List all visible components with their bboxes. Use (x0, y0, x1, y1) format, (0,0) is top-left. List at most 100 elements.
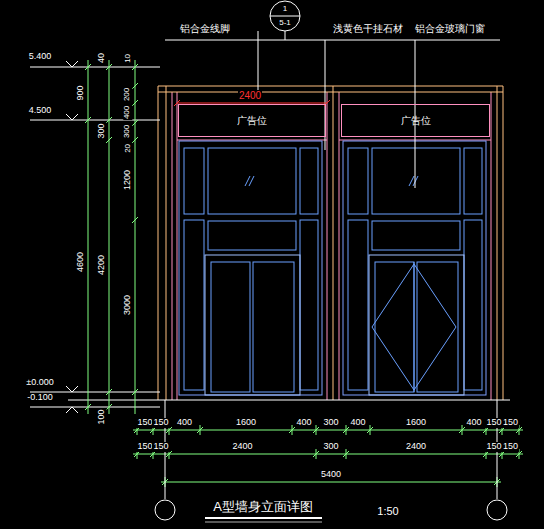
band-text: 广告位 (401, 115, 431, 126)
annotation-text: 2400 (231, 442, 253, 452)
annotation-text: 1600 (235, 418, 257, 428)
vertical-dimensions (85, 117, 91, 123)
annotation-text: 400 (176, 418, 193, 428)
annotation-text: 300 (322, 442, 339, 452)
horizontal-dimensions (161, 482, 501, 483)
dimension-text: 3000 (123, 294, 133, 316)
title-underline (205, 517, 322, 519)
axis-marks (487, 500, 507, 520)
annotation-text: 150 (136, 442, 153, 452)
level-marks (30, 120, 160, 121)
vertical-dimensions (109, 60, 110, 414)
annotation-text: 5.400 (28, 52, 53, 62)
annotation-text: ±0.000 (25, 378, 54, 388)
vertical-dimensions (132, 120, 138, 126)
wall-lines (68, 400, 510, 401)
horizontal-dimensions (370, 425, 371, 435)
callout-circle (270, 1, 300, 31)
vertical-dimensions (132, 217, 138, 223)
vertical-dimensions (132, 389, 138, 395)
callout-divider (270, 16, 300, 17)
wall-lines (333, 86, 334, 400)
annotation-text: 浅黄色干挂石材 (332, 23, 404, 34)
horizontal-dimensions (316, 425, 317, 435)
vertical-dimensions (106, 389, 112, 395)
dimension-text: 200 (124, 86, 133, 101)
wall-lines (166, 86, 167, 400)
annotation-text: 150 (152, 442, 169, 452)
annotation-text: 150 (485, 418, 502, 428)
door-diamond (414, 262, 415, 392)
dimension-text: 4200 (97, 254, 107, 276)
annotation-text: 400 (465, 418, 482, 428)
vertical-dimensions (106, 404, 112, 410)
callout-number: 5-1 (279, 19, 291, 28)
ad-band: 广告位 (178, 104, 326, 137)
horizontal-dimensions (462, 425, 463, 435)
vertical-dimensions (85, 404, 91, 410)
wall-lines (177, 140, 327, 141)
horizontal-dimensions (133, 430, 523, 431)
vertical-dimensions (106, 117, 112, 123)
wall-lines (172, 92, 173, 400)
wall-lines (177, 92, 178, 400)
vertical-dimensions (106, 137, 112, 143)
horizontal-dimensions (316, 449, 317, 459)
level-marks (66, 386, 78, 392)
wall-lines (158, 92, 503, 93)
title-underline (205, 518, 322, 522)
annotation-text: -0.100 (26, 393, 54, 403)
vertical-dimensions (106, 64, 112, 70)
vertical-dimensions (85, 64, 91, 70)
annotation-text: 300 (322, 418, 339, 428)
wall-lines (158, 86, 159, 400)
annotation-text: 150 (485, 442, 502, 452)
vertical-dimensions (132, 137, 138, 143)
level-marks (66, 114, 78, 120)
drawing-title: A型墙身立面详图 (212, 500, 314, 514)
level-marks (66, 61, 78, 67)
dimension-text: 20 (124, 143, 133, 154)
level-marks (30, 407, 160, 408)
dimension-text: 300 (124, 123, 133, 138)
dimension-text: 900 (76, 84, 86, 101)
annotation-text: 2400 (405, 442, 427, 452)
axis-marks (155, 500, 175, 520)
elevation-drawing (179, 141, 322, 395)
horizontal-dimensions (133, 425, 523, 487)
leader-lines (165, 31, 500, 188)
axis-marks (155, 400, 507, 520)
ad-band: 广告位 (341, 104, 490, 137)
level-marks (66, 407, 78, 413)
level-marks (30, 67, 160, 68)
vertical-dimensions (132, 100, 138, 106)
detail-callout: 1 5-1 (269, 0, 301, 32)
leader-lines (415, 40, 416, 188)
wall-lines (491, 92, 492, 400)
wall-lines (503, 86, 504, 400)
red-dimension (174, 100, 180, 106)
annotation-text: 2400 (238, 90, 262, 101)
wall-lines (497, 86, 498, 400)
annotation-text: 150 (152, 418, 169, 428)
band-text: 广告位 (237, 115, 267, 126)
horizontal-dimensions (133, 454, 523, 455)
annotation-text: 400 (349, 418, 366, 428)
annotation-text: 铝合金玻璃门窗 (414, 23, 486, 34)
annotation-text: 400 (295, 418, 312, 428)
annotation-text: 150 (136, 418, 153, 428)
horizontal-dimensions (292, 425, 293, 435)
wall-lines (327, 92, 328, 400)
title-underline (205, 522, 322, 523)
vertical-dimensions (88, 60, 89, 414)
annotation-text: 1:50 (376, 505, 399, 517)
annotation-text: 150 (502, 418, 519, 428)
wall-lines (68, 86, 510, 400)
door-diamond (372, 262, 456, 392)
wall-lines (158, 86, 503, 87)
callout-number: 1 (283, 5, 287, 14)
dimension-text: 40 (97, 52, 107, 64)
wall-lines (339, 92, 340, 400)
annotation-text: 4.500 (28, 106, 53, 116)
